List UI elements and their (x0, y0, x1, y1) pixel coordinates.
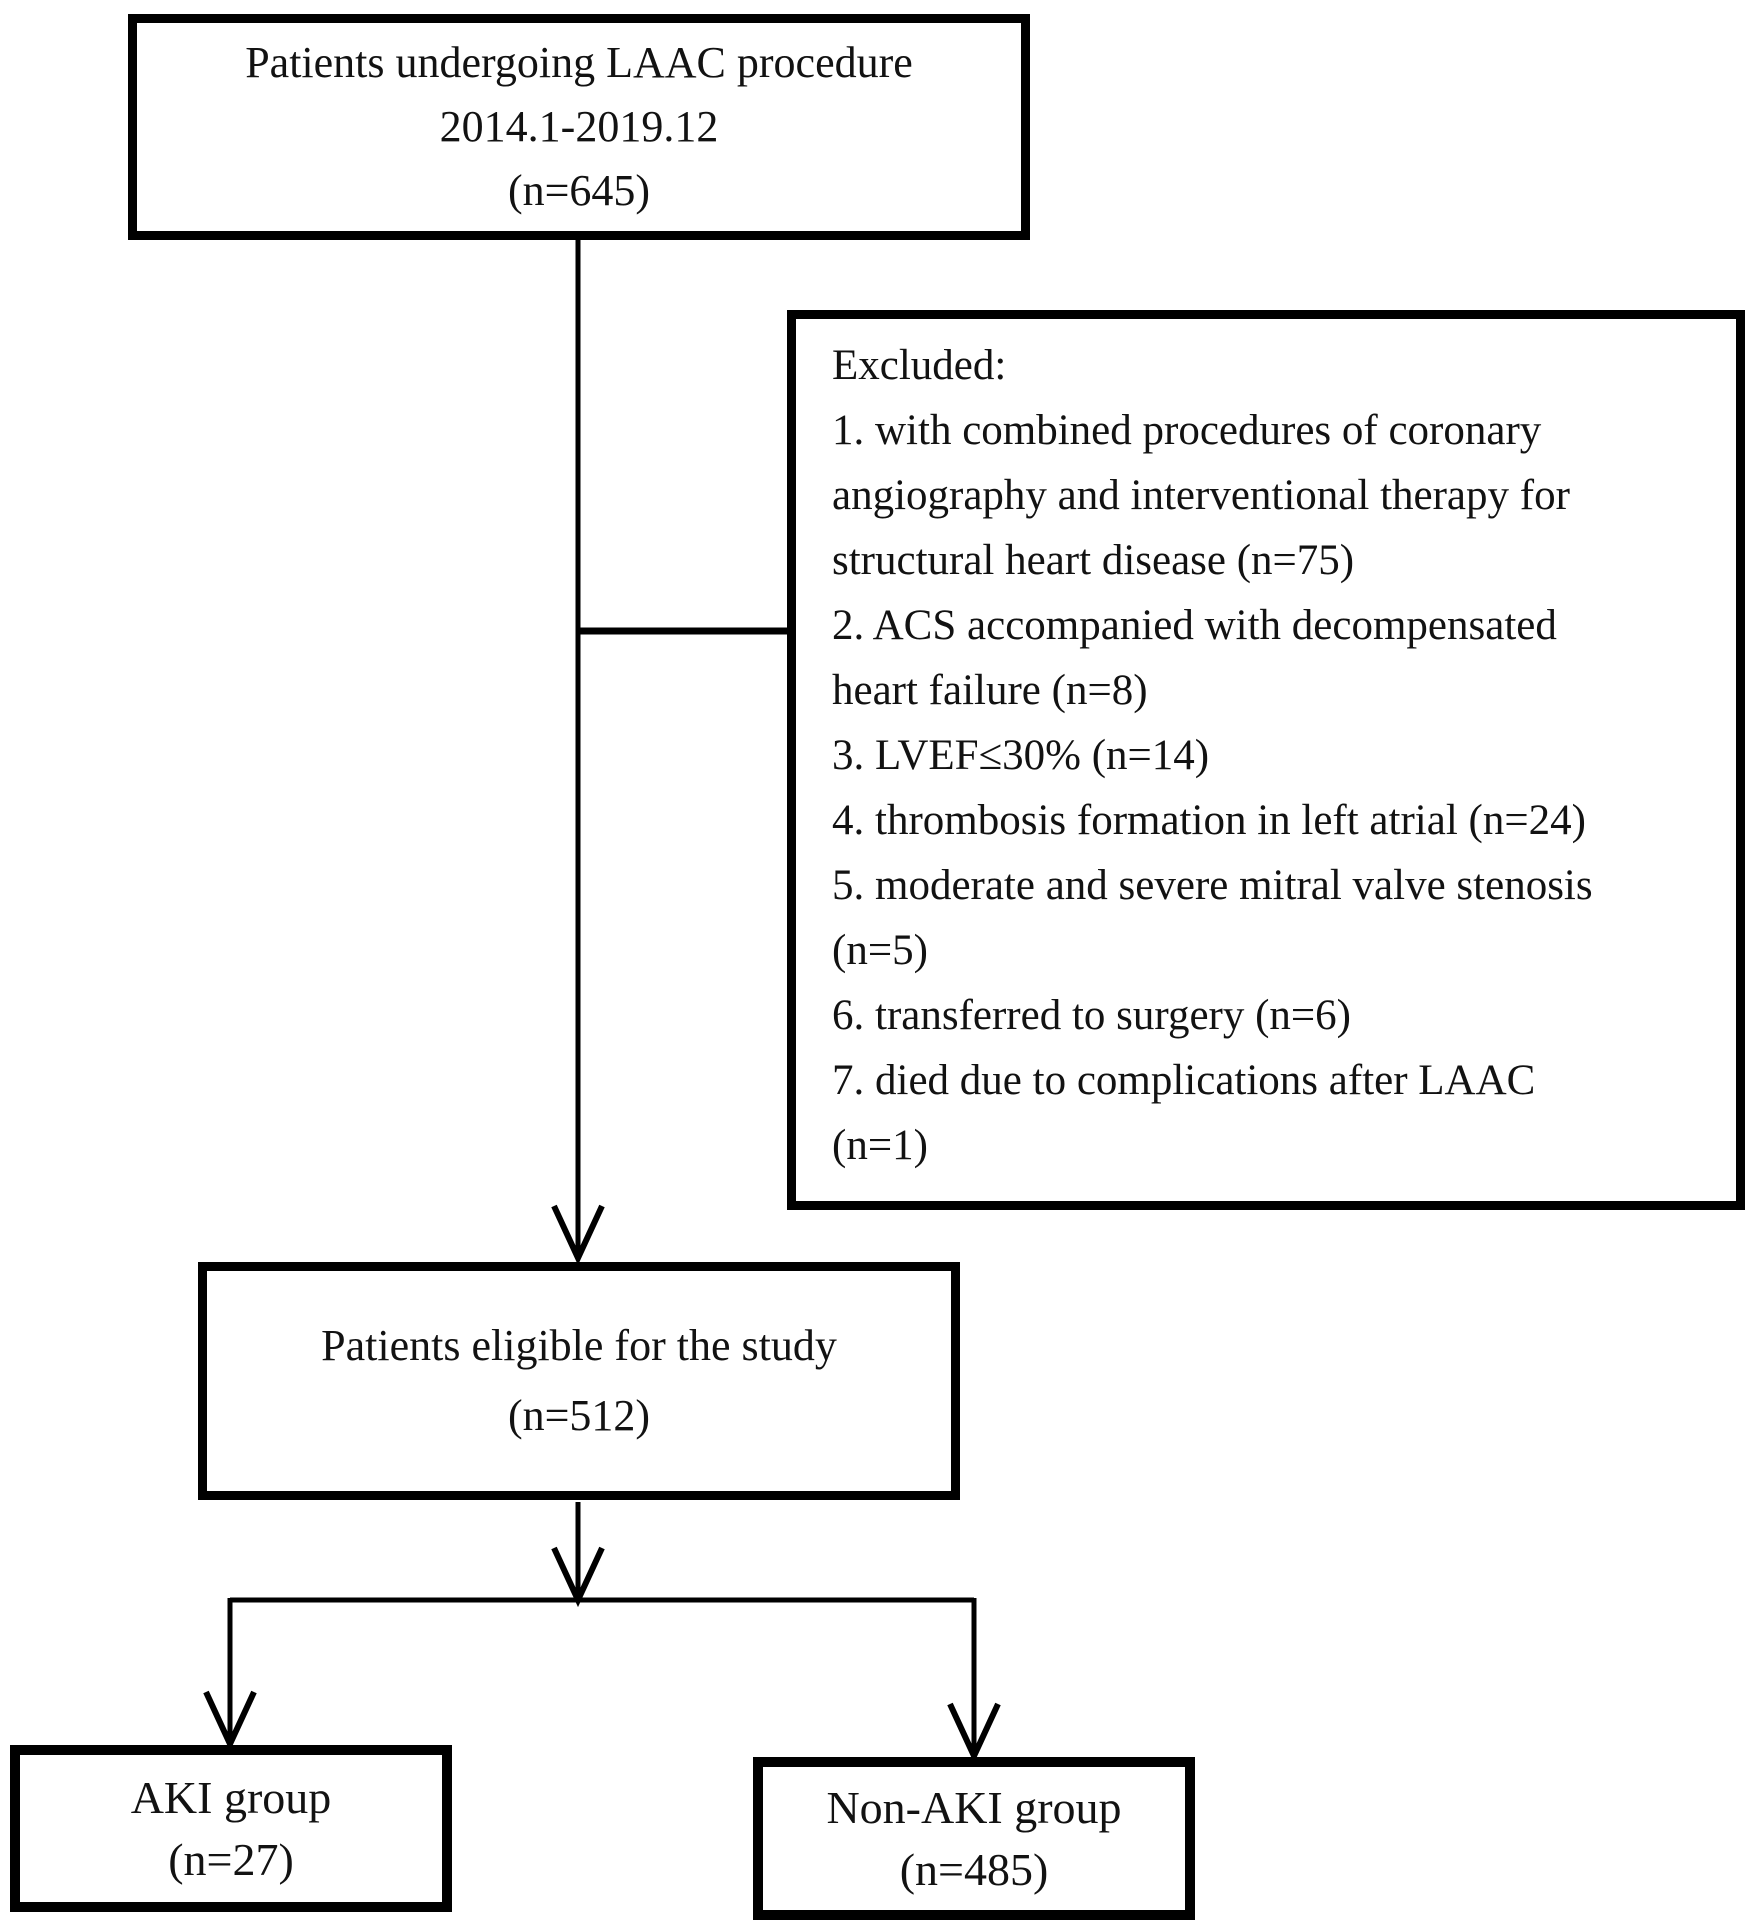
excluded-line-4: 2. ACS accompanied with decompensated (832, 602, 1557, 649)
eligible-line-2: (n=512) (507, 1391, 651, 1440)
excluded-line-11: 7. died due to complications after LAAC (832, 1057, 1536, 1104)
excluded-line-2: angiography and interventional therapy f… (832, 472, 1570, 519)
excluded-line-12: (n=1) (832, 1122, 928, 1169)
nonaki-line-1: Non-AKI group (826, 1781, 1122, 1833)
top-box-line-3: (n=645) (507, 166, 651, 215)
excluded-line-9: (n=5) (832, 927, 928, 974)
excluded-line-6: 3. LVEF≤30% (n=14) (832, 732, 1210, 779)
excluded-line-7: 4. thrombosis formation in left atrial (… (832, 797, 1586, 844)
box-excluded: Excluded: 1. with combined procedures of… (787, 310, 1745, 1210)
eligible-line-1: Patients eligible for the study (321, 1321, 837, 1370)
nonaki-line-2: (n=485) (899, 1843, 1049, 1895)
excluded-line-1: 1. with combined procedures of coronary (832, 407, 1542, 454)
excluded-line-5: heart failure (n=8) (832, 667, 1148, 714)
top-box-line-2: 2014.1-2019.12 (439, 102, 719, 151)
arrowhead-aki (203, 1690, 257, 1752)
box-non-aki-group: Non-AKI group (n=485) (753, 1757, 1195, 1920)
aki-line-1: AKI group (130, 1771, 332, 1823)
arrowhead-eligible (551, 1204, 605, 1266)
aki-line-2: (n=27) (168, 1833, 294, 1885)
arrowhead-nonaki (947, 1702, 1001, 1764)
box-patients-eligible: Patients eligible for the study (n=512) (198, 1262, 960, 1500)
box-patients-undergoing-laac: Patients undergoing LAAC procedure 2014.… (128, 14, 1030, 240)
excluded-title: Excluded: (832, 342, 1007, 389)
box-aki-group: AKI group (n=27) (10, 1745, 452, 1912)
excluded-line-8: 5. moderate and severe mitral valve sten… (832, 862, 1593, 909)
excluded-line-10: 6. transferred to surgery (n=6) (832, 992, 1351, 1039)
top-box-line-1: Patients undergoing LAAC procedure (245, 38, 913, 87)
excluded-line-3: structural heart disease (n=75) (832, 537, 1355, 584)
